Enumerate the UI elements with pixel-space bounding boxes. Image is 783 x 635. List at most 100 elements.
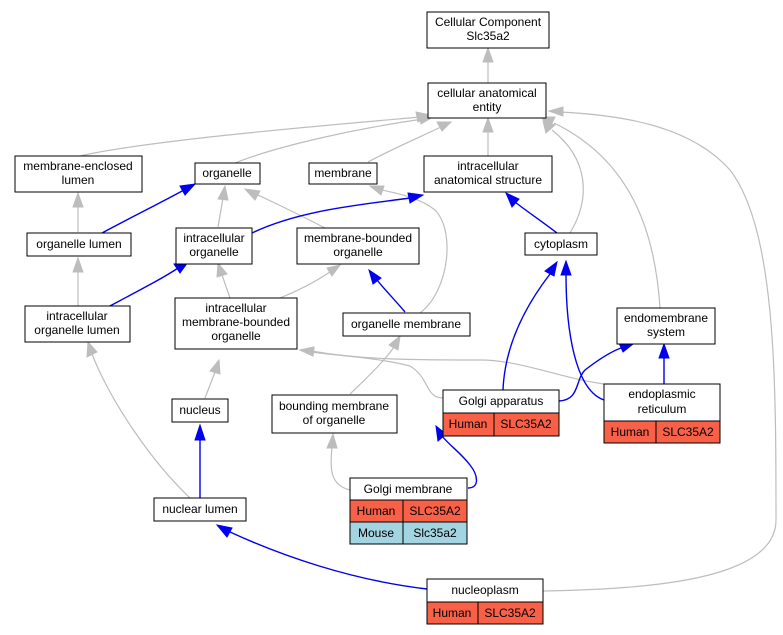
edge-iorg-to-org	[217, 184, 229, 228]
edge-imbo-to-mbo	[279, 264, 342, 299]
node-organelle-lumen[interactable]: organelle lumen	[26, 232, 132, 257]
node-cellular-anatomical-entity[interactable]: cellular anatomical entity	[427, 82, 547, 119]
node-label-line: organelle	[189, 245, 239, 259]
edge-gm-partof-golgi	[435, 424, 478, 489]
node-label-line: of organelle	[303, 413, 366, 427]
node-label-line: membrane	[314, 166, 372, 180]
node-label-line: nucleus	[179, 403, 220, 417]
edge-cyto-partof-ias	[505, 192, 558, 234]
edge-np-partof-nl	[215, 524, 428, 590]
annotation-cell-gene: SLC35A2	[655, 420, 721, 444]
node-membrane[interactable]: membrane	[308, 162, 378, 185]
edge-orgl-to-mel	[72, 191, 84, 232]
species-label: Human	[357, 504, 396, 518]
gene-label: Slc35a2	[413, 526, 457, 540]
edge-golgi-partof-cyto	[502, 260, 558, 391]
edge-ias-to-cae	[482, 116, 494, 156]
node-label-line: cytoplasm	[534, 237, 588, 251]
node-label-line: Golgi apparatus	[459, 394, 544, 408]
edge-er-partof-endo	[658, 342, 670, 384]
node-label-line: organelle	[333, 245, 383, 259]
species-label: Human	[611, 425, 650, 439]
edge-mel-to-cae	[79, 111, 432, 157]
annotation-cell-species: Human	[426, 601, 479, 625]
edge-org-to-cae	[234, 113, 435, 164]
node-label-line: Cellular Component	[435, 15, 542, 29]
node-cellular-component-root[interactable]: Cellular Component Slc35a2	[426, 11, 550, 49]
annotation-cell-species: Mouse	[349, 521, 404, 545]
node-organelle[interactable]: organelle	[194, 162, 261, 185]
node-cytoplasm[interactable]: cytoplasm	[524, 232, 598, 256]
edge-orgm-to-mem	[368, 185, 448, 314]
node-label-line: nucleoplasm	[451, 583, 518, 597]
gene-label: SLC35A2	[409, 504, 461, 518]
node-label-line: Golgi membrane	[364, 482, 453, 496]
gene-label: SLC35A2	[500, 417, 552, 431]
node-label-line: membrane-enclosed	[23, 159, 132, 173]
node-bounding-membrane-of-organelle[interactable]: bounding membrane of organelle	[271, 394, 398, 434]
node-intracellular-anatomical-structure[interactable]: intracellular anatomical structure	[423, 155, 553, 193]
node-label-line: lumen	[62, 173, 95, 187]
edge-nl-to-iol	[86, 340, 191, 499]
node-membrane-enclosed-lumen[interactable]: membrane-enclosed lumen	[14, 155, 143, 193]
edge-orgl-partof-org	[101, 183, 197, 234]
node-golgi-membrane[interactable]: Golgi membrane Human SLC35A2 Mouse Slc35…	[349, 477, 468, 545]
edge-nl-partof-nucleus	[194, 423, 206, 498]
annotation-cell-species: Human	[603, 420, 657, 444]
node-label-line: endomembrane	[624, 311, 708, 325]
edge-er-to-imbo	[298, 346, 605, 385]
gene-label: SLC35A2	[662, 425, 714, 439]
species-label: Human	[449, 417, 488, 431]
annotation-cell-species: Human	[349, 499, 404, 523]
edge-golgi-partof-endo	[558, 342, 635, 402]
node-label-line: intracellular	[457, 159, 518, 173]
node-label-line: membrane-bounded	[304, 231, 412, 245]
node-nucleus[interactable]: nucleus	[171, 398, 229, 423]
node-label-line: entity	[473, 100, 502, 114]
node-label-line: nuclear lumen	[162, 502, 237, 516]
node-label-line: organelle	[202, 166, 252, 180]
annotation-cell-gene: SLC35A2	[493, 412, 560, 437]
node-nucleoplasm[interactable]: nucleoplasm Human SLC35A2	[426, 578, 544, 625]
edge-orgm-partof-mbo	[368, 268, 406, 313]
edge-endo-to-cae	[539, 116, 661, 309]
node-organelle-membrane[interactable]: organelle membrane	[342, 312, 471, 337]
node-endoplasmic-reticulum[interactable]: endoplasmic reticulum Human SLC35A2	[603, 383, 721, 444]
edge-iorg-partof-ias	[251, 192, 425, 234]
edge-cae-to-root	[482, 46, 494, 83]
edge-er-partof-cyto	[560, 259, 605, 401]
annotation-cell-gene: Slc35a2	[402, 521, 468, 545]
node-intracellular-organelle-lumen[interactable]: intracellular organelle lumen	[24, 305, 131, 343]
node-label-line: intracellular	[183, 231, 244, 245]
node-nuclear-lumen[interactable]: nuclear lumen	[153, 497, 247, 522]
node-label-line: organelle lumen	[36, 237, 121, 251]
node-label-line: anatomical structure	[434, 173, 542, 187]
species-label: Mouse	[358, 526, 394, 540]
node-membrane-bounded-organelle[interactable]: membrane-bounded organelle	[296, 227, 420, 265]
node-label-line: organelle lumen	[34, 323, 119, 337]
node-label-line: membrane-bounded	[182, 315, 290, 329]
annotation-cell-gene: SLC35A2	[477, 601, 544, 625]
node-label-line: bounding membrane	[279, 399, 389, 413]
species-label: Human	[433, 606, 472, 620]
edge-mem-to-cae	[367, 121, 453, 163]
node-intracellular-membrane-bounded-organelle[interactable]: intracellular membrane-bounded organelle	[174, 297, 298, 350]
node-intracellular-organelle[interactable]: intracellular organelle	[175, 227, 253, 265]
node-label-line: organelle	[211, 329, 261, 343]
edge-bmo-to-orgm	[349, 334, 401, 395]
edge-np-to-cae	[542, 106, 777, 592]
node-golgi-apparatus[interactable]: Golgi apparatus Human SLC35A2	[442, 389, 560, 437]
node-label-line: cellular anatomical	[437, 86, 536, 100]
gene-label: SLC35A2	[484, 606, 536, 620]
node-label-line: intracellular	[46, 309, 107, 323]
edge-nucleus-to-imbo	[204, 358, 221, 399]
edge-gm-to-bmo	[326, 432, 351, 491]
node-label-line: Slc35a2	[466, 29, 510, 43]
node-label-line: endoplasmic	[628, 387, 695, 401]
edge-iol-to-orgl	[72, 256, 84, 306]
node-label-line: intracellular	[205, 301, 266, 315]
node-endomembrane-system[interactable]: endomembrane system	[616, 307, 716, 345]
annotation-cell-species: Human	[442, 412, 495, 437]
edge-mbo-to-org	[243, 188, 326, 229]
